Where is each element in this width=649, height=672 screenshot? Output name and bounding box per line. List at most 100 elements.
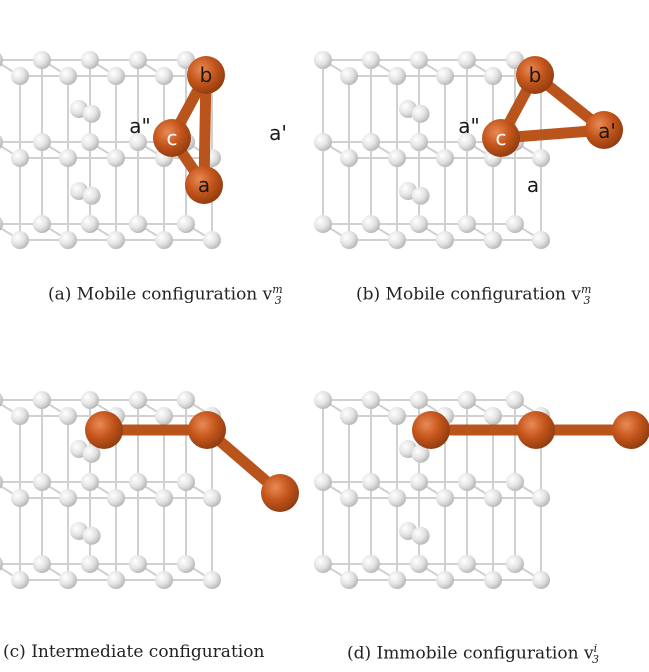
lattice-b	[314, 51, 550, 249]
lattice-atoms	[0, 51, 221, 249]
lattice-atom	[506, 555, 524, 573]
lattice-atom	[177, 215, 195, 233]
lattice-atom	[82, 444, 101, 463]
defect-cluster-c	[85, 411, 299, 512]
lattice-atom	[107, 67, 125, 85]
lattice-atom	[59, 231, 77, 249]
lattice-atom	[340, 67, 358, 85]
lattice-atom	[81, 555, 99, 573]
lattice-atom	[129, 555, 147, 573]
defect-atom-1	[412, 411, 450, 449]
lattice-atom	[532, 489, 550, 507]
lattice-atom	[11, 571, 29, 589]
caption-c: (c) Intermediate configuration	[3, 642, 264, 662]
lattice-atom	[340, 231, 358, 249]
lattice-atom	[107, 231, 125, 249]
caption-d-text: (d) Immobile configuration v	[347, 643, 594, 664]
caption-b-text: (b) Mobile configuration v	[356, 284, 582, 305]
defect-atom-2	[517, 411, 555, 449]
lattice-atom	[177, 391, 195, 409]
lattice-atom	[458, 133, 476, 151]
lattice-atom	[458, 473, 476, 491]
lattice-atom	[82, 186, 101, 205]
lattice-atom	[388, 489, 406, 507]
lattice-atom	[11, 407, 29, 425]
lattice-atom	[33, 473, 51, 491]
lattice-atom	[410, 133, 428, 151]
lattice-atom	[155, 489, 173, 507]
lattice-diagram-d	[314, 391, 649, 589]
caption-c-text: (c) Intermediate configuration	[3, 642, 265, 662]
lattice-atom	[340, 149, 358, 167]
lattice-diagram-c	[0, 391, 299, 589]
lattice-atoms	[314, 391, 550, 589]
lattice-atom	[436, 489, 454, 507]
lattice-atom	[458, 215, 476, 233]
panel-b: b c a' a" a (b) Mobile configuration vm3	[314, 0, 649, 330]
lattice-atom	[340, 571, 358, 589]
lattice-atom	[81, 215, 99, 233]
lattice-atom	[458, 51, 476, 69]
lattice-atom	[314, 391, 332, 409]
lattice-atom	[0, 557, 3, 571]
defect-atom-a	[185, 166, 223, 204]
lattice-atom	[33, 133, 51, 151]
caption-a-text: (a) Mobile configuration v	[48, 284, 273, 305]
lattice-atom	[410, 215, 428, 233]
lattice-atom	[410, 391, 428, 409]
lattice-atom	[107, 149, 125, 167]
panel-d: (d) Immobile configuration vi3	[314, 340, 649, 672]
lattice-atom	[411, 186, 430, 205]
atom-label-a: a	[527, 173, 539, 197]
lattice-atom	[411, 444, 430, 463]
defect-atom-2	[188, 411, 226, 449]
defect-cluster-d	[412, 411, 649, 449]
lattice-atom	[0, 53, 3, 67]
atom-label-b: b	[529, 63, 542, 87]
lattice-atom	[436, 231, 454, 249]
caption-a-sub: 3	[274, 294, 282, 308]
lattice-atom	[411, 104, 430, 123]
lattice-atom	[0, 475, 3, 489]
atom-label-a-prime: a'	[598, 119, 616, 143]
lattice-atom	[532, 231, 550, 249]
lattice-atom	[340, 489, 358, 507]
lattice-atom	[410, 555, 428, 573]
atom-label-a: a	[198, 173, 210, 197]
lattice-atom	[388, 571, 406, 589]
defect-cluster-a: b c a a" a'	[129, 56, 287, 204]
lattice-atom	[33, 51, 51, 69]
lattice-atom	[0, 217, 3, 231]
lattice-atom	[506, 391, 524, 409]
caption-b-sub: 3	[583, 294, 591, 308]
lattice-atom	[458, 391, 476, 409]
atom-label-a-double-prime: a"	[458, 114, 479, 138]
atom-label-b: b	[200, 63, 213, 87]
atom-label-c: c	[496, 126, 507, 150]
caption-d-sub: 3	[592, 653, 600, 667]
lattice-atom	[388, 149, 406, 167]
lattice-atom	[484, 407, 502, 425]
lattice-atom	[81, 51, 99, 69]
lattice-atom	[506, 473, 524, 491]
lattice-atom	[314, 51, 332, 69]
defect-atom-a-prime	[585, 111, 623, 149]
defect-atom-3	[612, 411, 649, 449]
lattice-atom	[314, 215, 332, 233]
lattice-atom	[107, 571, 125, 589]
lattice-atom	[59, 149, 77, 167]
lattice-atom	[362, 391, 380, 409]
lattice-atom	[107, 489, 125, 507]
lattice-atom	[458, 555, 476, 573]
lattice-atom	[11, 149, 29, 167]
lattice-atom	[411, 526, 430, 545]
lattice-atom	[129, 473, 147, 491]
lattice-atom	[59, 67, 77, 85]
lattice-atom	[177, 555, 195, 573]
lattice-atom	[81, 391, 99, 409]
lattice-atom	[129, 215, 147, 233]
defect-atom-b	[187, 56, 225, 94]
lattice-atoms	[314, 51, 550, 249]
defect-atom-3	[261, 474, 299, 512]
lattice-atom	[203, 571, 221, 589]
